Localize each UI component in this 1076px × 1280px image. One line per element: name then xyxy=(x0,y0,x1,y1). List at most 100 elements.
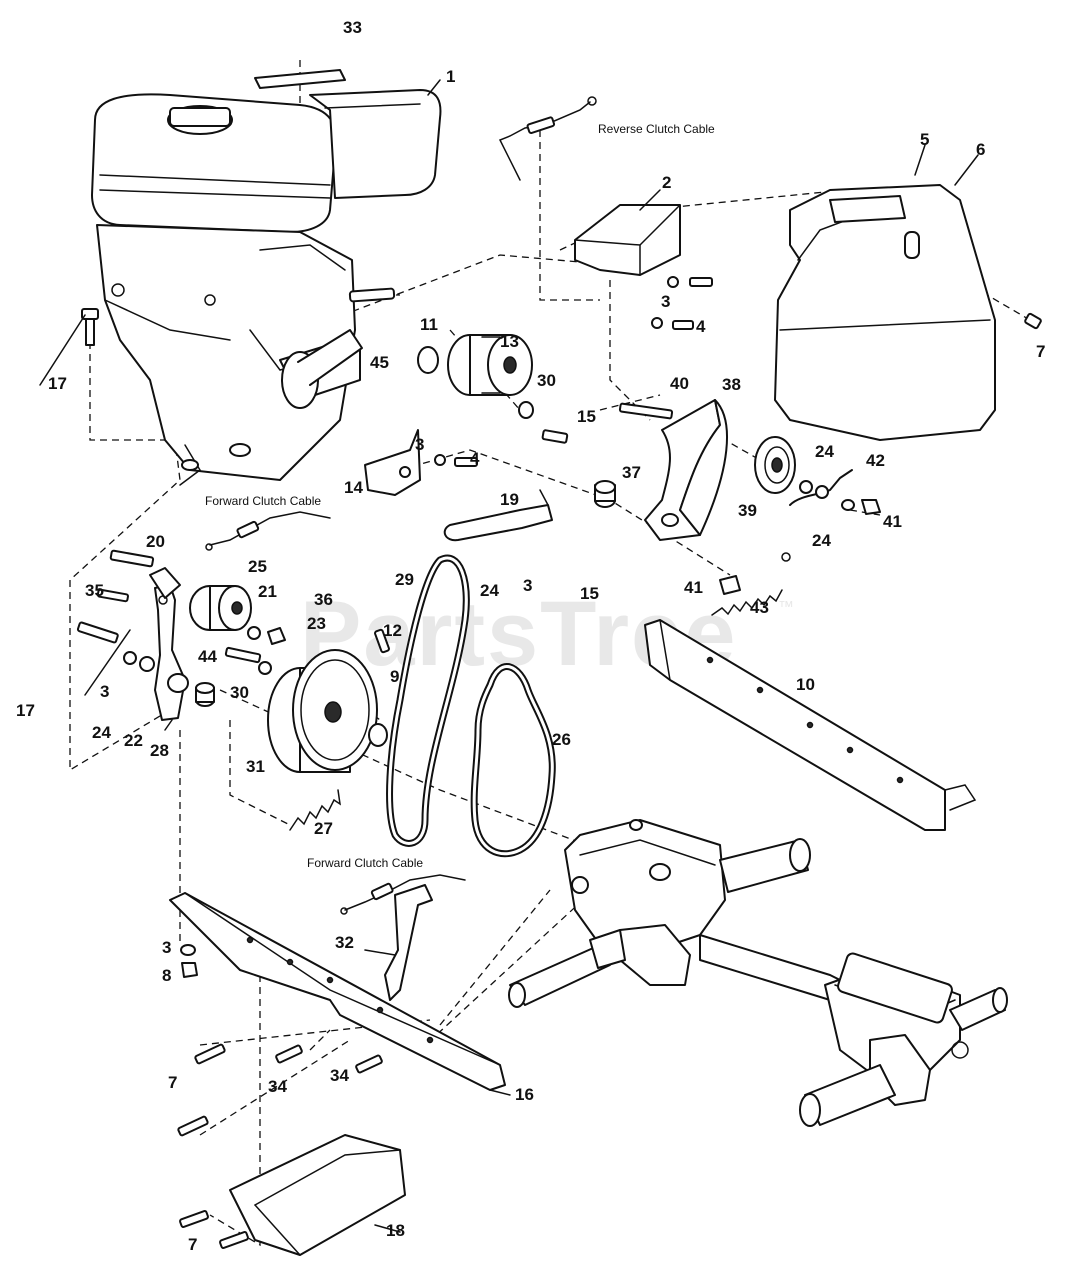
callout-30-a: 30 xyxy=(537,371,556,390)
reverse-clutch-cable-label: Reverse Clutch Cable xyxy=(598,122,715,136)
callout-1: 1 xyxy=(446,67,455,86)
engine-key xyxy=(348,287,396,303)
callout-16: 16 xyxy=(515,1085,534,1104)
key-12 xyxy=(374,628,390,654)
bolt-44 xyxy=(224,646,272,675)
transmission-assembly xyxy=(508,819,1008,1127)
spring-42 xyxy=(789,469,881,515)
callout-37: 37 xyxy=(622,463,641,482)
nut-41 xyxy=(719,575,741,595)
bolt-17-top xyxy=(81,308,99,346)
callout-18: 18 xyxy=(386,1221,405,1240)
callout-41-b: 41 xyxy=(684,578,703,597)
bracket-2 xyxy=(574,204,681,276)
callout-12: 12 xyxy=(383,621,402,640)
forward-clutch-cable-upper xyxy=(205,511,331,551)
forward-clutch-cable-label-top: Forward Clutch Cable xyxy=(205,494,321,508)
callout-17-a: 17 xyxy=(48,374,67,393)
callout-24-d: 24 xyxy=(92,723,111,742)
callout-8: 8 xyxy=(162,966,171,985)
callout-44: 44 xyxy=(198,647,217,666)
callout-4-c: 4 xyxy=(470,449,480,468)
idler-bracket-38 xyxy=(618,399,728,541)
idler-pulley-39 xyxy=(754,436,796,494)
callout-7-c: 7 xyxy=(188,1235,197,1254)
callout-30-b: 30 xyxy=(230,683,249,702)
spring-43 xyxy=(711,552,791,616)
callout-7-a: 7 xyxy=(1036,342,1045,361)
callout-34-b: 34 xyxy=(330,1066,349,1085)
idler-arm-22 xyxy=(76,549,189,721)
decal-plate xyxy=(254,69,346,89)
screw-7-cover xyxy=(1024,312,1042,330)
callout-13: 13 xyxy=(500,332,519,351)
callout-5: 5 xyxy=(920,130,929,149)
shield-18 xyxy=(179,1134,406,1256)
callout-15-b: 15 xyxy=(580,584,599,603)
belt-26 xyxy=(470,663,556,858)
callout-35: 35 xyxy=(85,581,104,600)
bolts-3-4-top xyxy=(651,276,713,330)
engine xyxy=(91,89,442,486)
bolts-7-34 xyxy=(177,1043,383,1137)
spring-27 xyxy=(289,789,341,831)
rod-19 xyxy=(443,489,553,542)
callout-42: 42 xyxy=(866,451,885,470)
spacer-28 xyxy=(195,682,215,707)
callout-leaders xyxy=(39,79,979,1233)
callout-24-b: 24 xyxy=(812,531,831,550)
watermark-trademark: ™ xyxy=(778,599,794,616)
callout-3-d: 3 xyxy=(523,576,532,595)
callout-22: 22 xyxy=(124,731,143,750)
callout-27: 27 xyxy=(314,819,333,838)
callout-11: 11 xyxy=(420,315,438,334)
callout-3-c: 3 xyxy=(415,435,424,454)
callout-34-a: 34 xyxy=(268,1077,287,1096)
callout-29: 29 xyxy=(395,570,414,589)
callout-19: 19 xyxy=(500,490,519,509)
callout-32: 32 xyxy=(335,933,354,952)
callout-numbers: 33 1 2 5 6 3 4 7 11 13 45 30 15 40 38 17… xyxy=(16,18,1045,1254)
callout-20: 20 xyxy=(146,532,165,551)
bracket-14 xyxy=(364,429,478,496)
spacer-37 xyxy=(594,480,616,508)
callout-43: 43 xyxy=(750,598,769,617)
callout-15-a: 15 xyxy=(577,407,596,426)
callout-28: 28 xyxy=(150,741,169,760)
callout-36: 36 xyxy=(314,590,333,609)
callout-39: 39 xyxy=(738,501,757,520)
callout-3-f: 3 xyxy=(162,938,171,957)
reverse-clutch-cable xyxy=(498,96,597,181)
cable-labels: Reverse Clutch Cable Forward Clutch Cabl… xyxy=(205,122,715,870)
callout-25: 25 xyxy=(248,557,267,576)
belt-29 xyxy=(386,554,470,847)
belt-cover xyxy=(774,184,996,441)
callout-45: 45 xyxy=(370,353,389,372)
callout-14: 14 xyxy=(344,478,363,497)
callout-41-a: 41 xyxy=(883,512,902,531)
forward-clutch-cable-lower xyxy=(340,874,466,915)
callout-21: 21 xyxy=(258,582,277,601)
frame-rail-16 xyxy=(169,892,506,1091)
callout-23: 23 xyxy=(307,614,326,633)
callout-17-b: 17 xyxy=(16,701,35,720)
cable-bracket-32 xyxy=(384,884,433,1001)
frame-rail-10 xyxy=(644,619,977,831)
idler-pulley-21 xyxy=(189,585,286,645)
callout-3-a: 3 xyxy=(661,292,670,311)
forward-clutch-cable-label-bottom: Forward Clutch Cable xyxy=(307,856,423,870)
callout-24-a: 24 xyxy=(815,442,834,461)
callout-7-b: 7 xyxy=(168,1073,177,1092)
callout-10: 10 xyxy=(796,675,815,694)
callout-3-e: 3 xyxy=(100,682,109,701)
callout-40: 40 xyxy=(670,374,689,393)
transmission-pulley-31 xyxy=(267,649,388,773)
washer-nut-3-8 xyxy=(180,944,198,978)
callout-38: 38 xyxy=(722,375,741,394)
callout-24-c: 24 xyxy=(480,581,499,600)
callout-9: 9 xyxy=(390,667,399,686)
callout-4-a: 4 xyxy=(696,317,706,336)
callout-26: 26 xyxy=(552,730,571,749)
callout-2: 2 xyxy=(662,173,671,192)
